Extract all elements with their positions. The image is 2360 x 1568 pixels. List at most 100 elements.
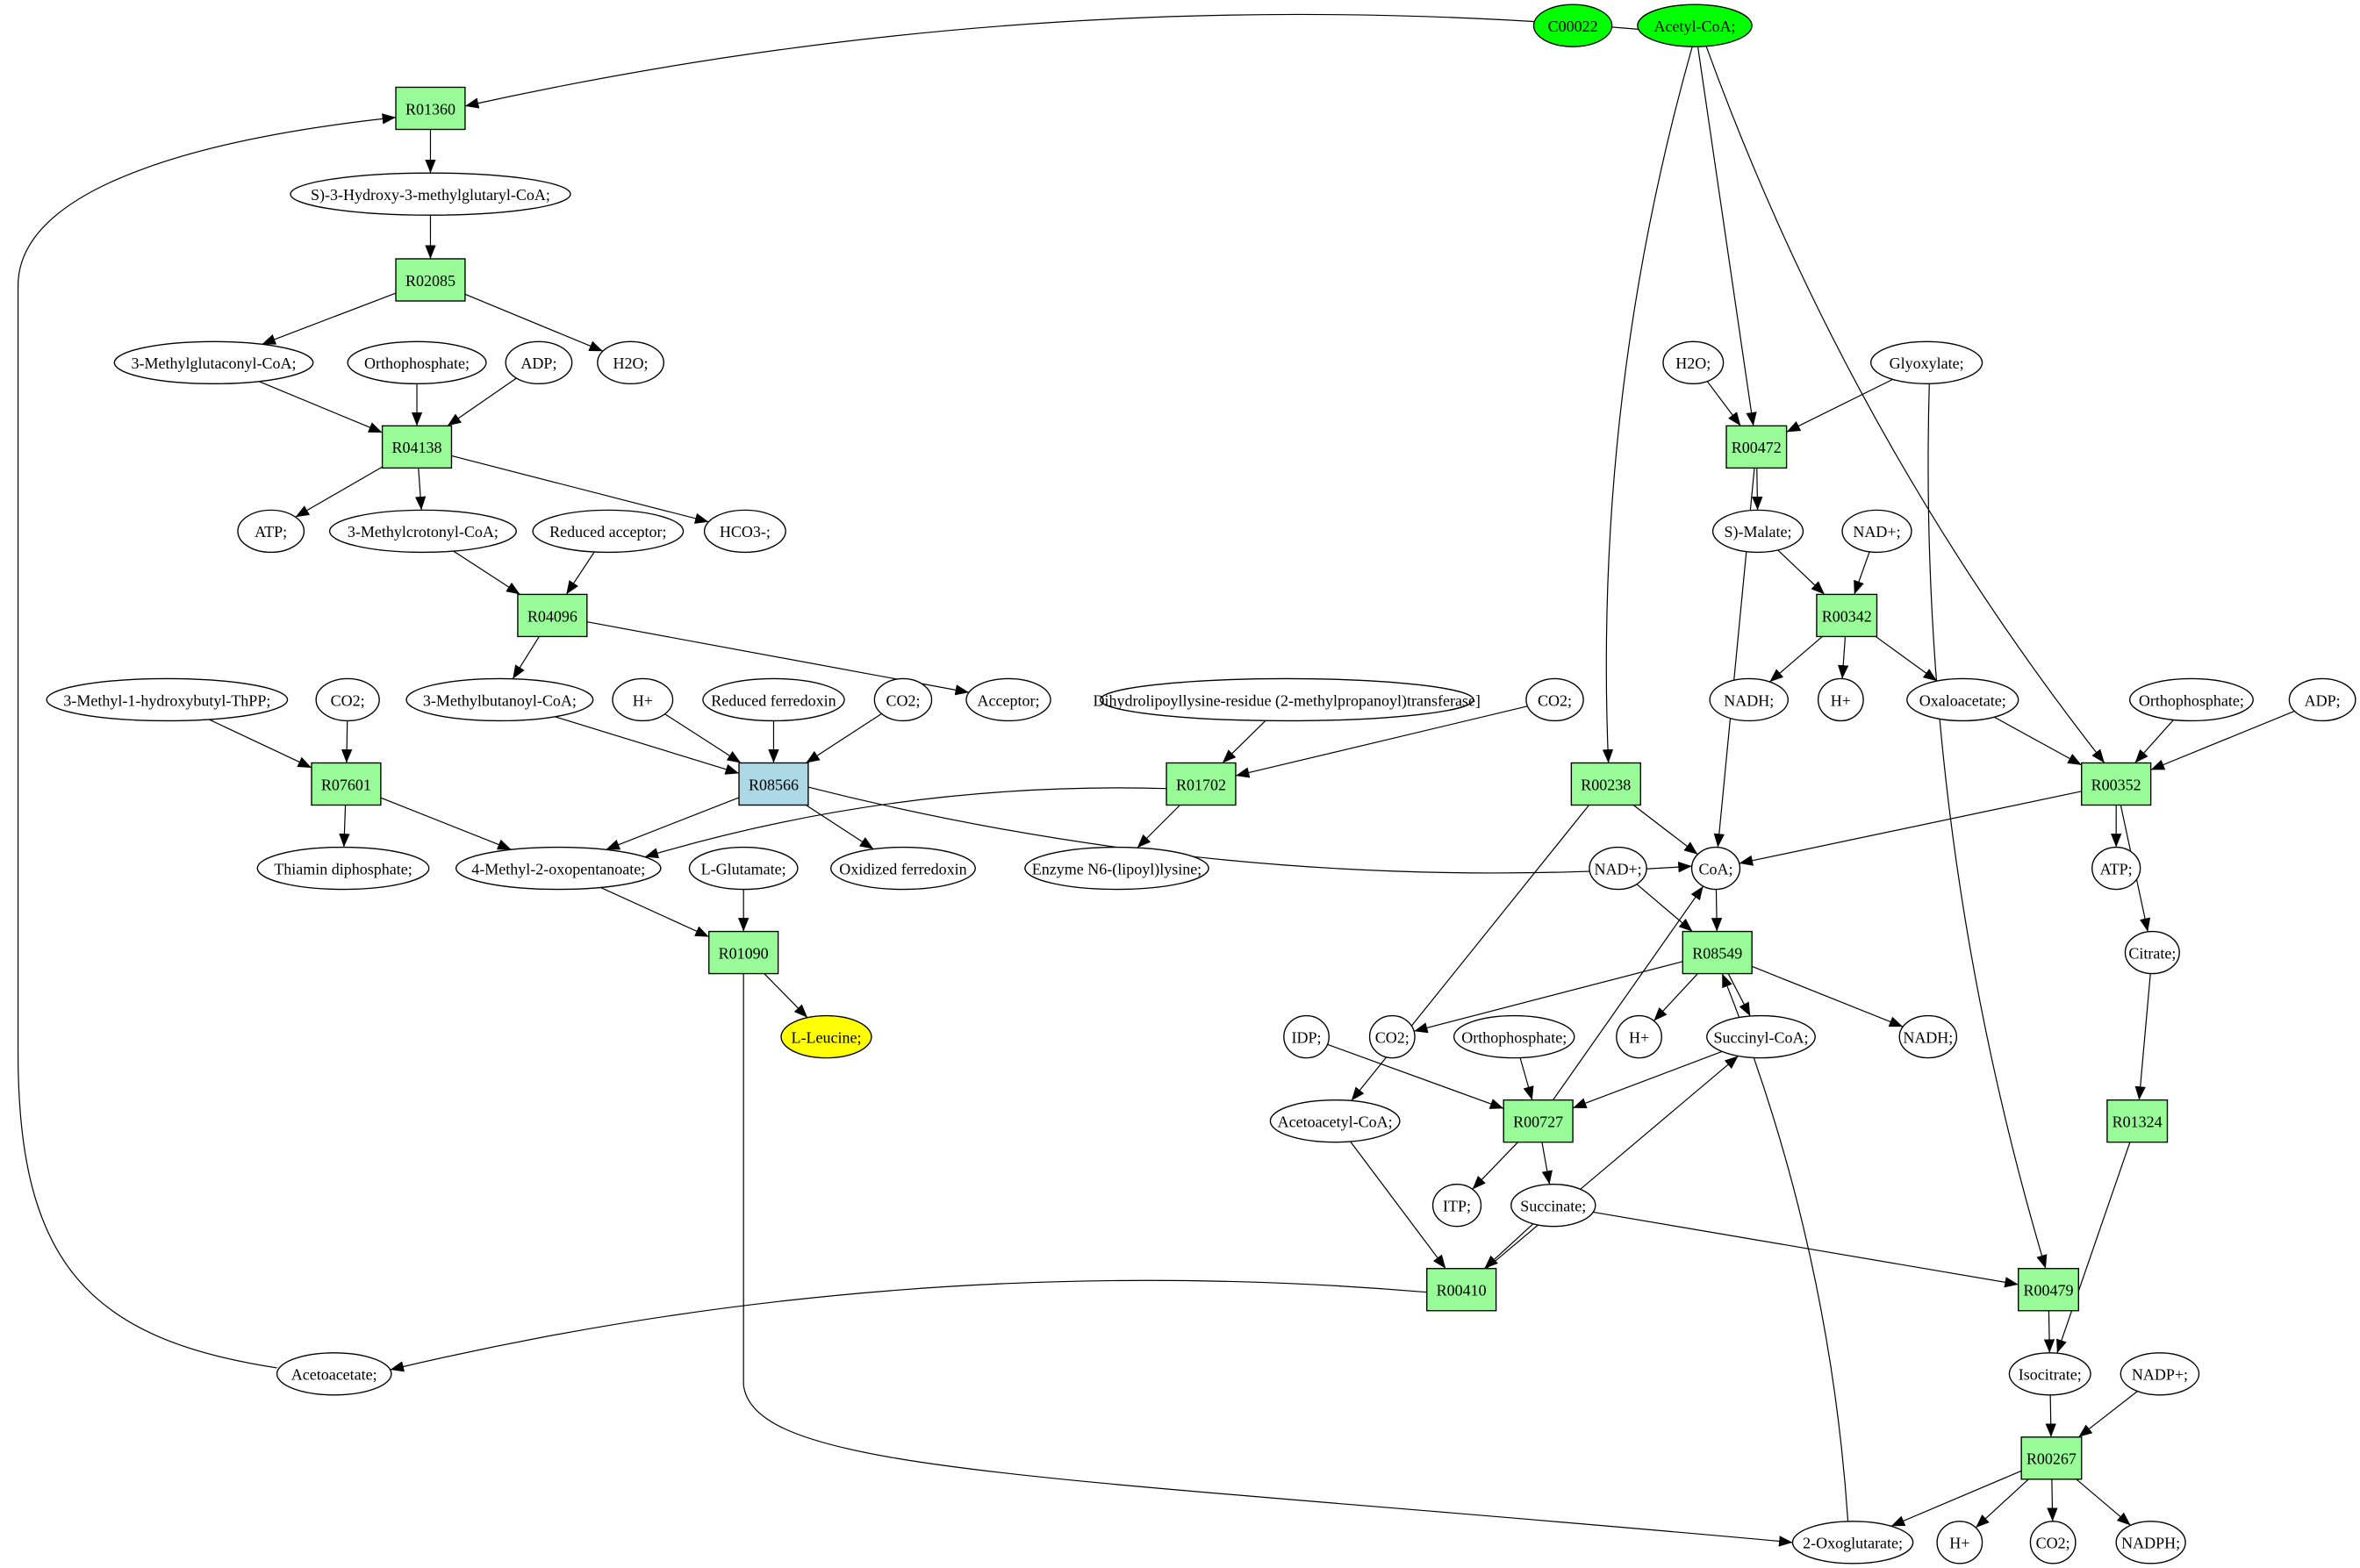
reaction-node-r02085[interactable]: R02085 <box>395 258 466 302</box>
node-label: Glyoxylate; <box>1890 354 1964 372</box>
reaction-node-r00410[interactable]: R00410 <box>1426 1268 1497 1312</box>
reaction-node-r00342[interactable]: R00342 <box>1816 593 1878 638</box>
reaction-node-r04138[interactable]: R04138 <box>381 425 453 469</box>
reaction-node-r01090[interactable]: R01090 <box>708 930 779 975</box>
compound-node-co2b[interactable]: CO2; <box>873 677 933 722</box>
compound-ellipse <box>1024 846 1209 891</box>
compound-node-nadh2[interactable]: NADH; <box>1709 677 1790 722</box>
edge-r00727-to-coa <box>1553 885 1704 1100</box>
reaction-box <box>1570 762 1641 806</box>
compound-node-coa[interactable]: CoA; <box>1690 846 1741 891</box>
reaction-node-r08566[interactable]: R08566 <box>738 762 809 806</box>
compound-ellipse <box>46 677 289 722</box>
reaction-node-r00472[interactable]: R00472 <box>1725 425 1788 469</box>
reaction-node-r01702[interactable]: R01702 <box>1166 762 1237 806</box>
reaction-node-r01360[interactable]: R01360 <box>395 86 466 131</box>
compound-node-redfd[interactable]: Reduced ferredoxin <box>702 677 845 722</box>
compound-node-oaa[interactable]: Oxaloacetate; <box>1906 677 2019 722</box>
node-label: Enzyme N6-(lipoyl)lysine; <box>1032 860 1202 878</box>
edge-mop-to-r01090 <box>600 886 709 938</box>
compound-node-glyox[interactable]: Glyoxylate; <box>1869 340 1983 385</box>
compound-node-c00022[interactable]: C00022 <box>1532 4 1613 47</box>
compound-node-atp2[interactable]: ATP; <box>2091 846 2141 891</box>
compound-node-co2a[interactable]: CO2; <box>315 677 380 722</box>
reaction-node-r00267[interactable]: R00267 <box>2020 1436 2083 1480</box>
edge-co2a-to-r07601 <box>341 720 353 763</box>
reaction-node-r00352[interactable]: R00352 <box>2081 762 2152 806</box>
compound-node-co2c[interactable]: CO2; <box>1525 677 1584 722</box>
node-label: CO2; <box>2036 1535 2070 1552</box>
edge-r04138-to-mcrotcoa <box>414 468 427 511</box>
compound-node-citrate[interactable]: Citrate; <box>2124 930 2180 975</box>
compound-node-hplus3[interactable]: H+ <box>1936 1521 1983 1564</box>
compound-node-aacoa[interactable]: Acetoacetyl-CoA; <box>1269 1099 1401 1143</box>
edge-hplus1-to-r08566 <box>664 713 742 763</box>
compound-ellipse <box>1283 1014 1330 1059</box>
compound-node-hplus4[interactable]: H+ <box>1817 677 1864 722</box>
node-label: Orthophosphate; <box>2139 691 2244 709</box>
node-label: H+ <box>633 691 653 709</box>
compound-node-oxfd[interactable]: Oxidized ferredoxin <box>829 846 976 891</box>
edge-dihydro-to-r01702 <box>1222 720 1266 763</box>
compound-node-oxoglu[interactable]: 2-Oxoglutarate; <box>1791 1521 1914 1564</box>
compound-node-acetylcoa[interactable]: Acetyl-CoA; <box>1637 4 1753 47</box>
compound-node-smal[interactable]: S)-Malate; <box>1711 509 1804 554</box>
compound-node-lglu[interactable]: L-Glutamate; <box>688 846 799 891</box>
reaction-node-r08549[interactable]: R08549 <box>1682 930 1753 975</box>
compound-node-itp[interactable]: ITP; <box>1431 1183 1482 1228</box>
compound-node-mop[interactable]: 4-Methyl-2-oxopentanoate; <box>455 846 662 891</box>
compound-node-adp1[interactable]: ADP; <box>505 340 573 385</box>
compound-node-lleu[interactable]: L-Leucine; <box>780 1014 872 1059</box>
compound-node-isocit[interactable]: Isocitrate; <box>2008 1352 2091 1396</box>
node-label: Reduced acceptor; <box>549 523 666 541</box>
compound-node-hmgcoa[interactable]: S)-3-Hydroxy-3-methylglutaryl-CoA; <box>290 172 571 216</box>
compound-node-nadh1[interactable]: NADH; <box>1898 1014 1958 1059</box>
compound-node-atp1[interactable]: ATP; <box>237 509 305 554</box>
compound-node-nadp[interactable]: NADP+; <box>2120 1352 2200 1396</box>
reaction-node-r00479[interactable]: R00479 <box>2018 1268 2079 1312</box>
reaction-box <box>2018 1268 2079 1312</box>
compound-node-mhbthpp[interactable]: 3-Methyl-1-hydroxybutyl-ThPP; <box>46 677 289 722</box>
reaction-node-r00727[interactable]: R00727 <box>1503 1099 1574 1143</box>
compound-node-redacc[interactable]: Reduced acceptor; <box>532 509 685 554</box>
compound-node-mglutcoa[interactable]: 3-Methylglutaconyl-CoA; <box>113 340 314 385</box>
compound-node-nad2[interactable]: NAD+; <box>1841 509 1912 554</box>
compound-ellipse <box>315 677 380 722</box>
compound-node-acac[interactable]: Acetoacetate; <box>276 1352 392 1396</box>
reaction-node-r00238[interactable]: R00238 <box>1570 762 1641 806</box>
compound-node-pi3[interactable]: Orthophosphate; <box>2128 677 2254 722</box>
compound-node-hplus1[interactable]: H+ <box>612 677 674 722</box>
node-label: ITP; <box>1443 1198 1471 1215</box>
compound-node-succ[interactable]: Succinate; <box>1510 1183 1596 1228</box>
edge-r00267-to-co2e <box>2047 1479 2058 1521</box>
edge-co2b-to-r08566 <box>806 712 882 763</box>
compound-node-nadph[interactable]: NADPH; <box>2115 1521 2186 1564</box>
compound-node-idp[interactable]: IDP; <box>1283 1014 1330 1059</box>
node-label: R00342 <box>1822 607 1872 625</box>
compound-node-adp2[interactable]: ADP; <box>2288 677 2356 722</box>
compound-node-nad1[interactable]: NAD+; <box>1589 846 1647 891</box>
compound-node-acceptor[interactable]: Acceptor; <box>965 677 1051 722</box>
edge-r01090-to-lleu <box>764 973 808 1019</box>
compound-node-h2o1[interactable]: H2O; <box>597 340 664 385</box>
compound-node-succoa[interactable]: Succinyl-CoA; <box>1706 1014 1816 1059</box>
reaction-node-r07601[interactable]: R07601 <box>311 762 382 806</box>
compound-node-hplus2[interactable]: H+ <box>1616 1014 1662 1059</box>
reaction-box <box>381 425 453 469</box>
node-label: R00410 <box>1437 1282 1487 1300</box>
compound-node-h2o2[interactable]: H2O; <box>1662 340 1725 385</box>
compound-node-enzn6[interactable]: Enzyme N6-(lipoyl)lysine; <box>1024 846 1209 891</box>
compound-node-pi2[interactable]: Orthophosphate; <box>1453 1014 1575 1059</box>
node-label: R00352 <box>2091 776 2141 793</box>
reaction-node-r01324[interactable]: R01324 <box>2106 1099 2169 1143</box>
compound-node-mcrotcoa[interactable]: 3-Methylcrotonyl-CoA; <box>328 509 517 554</box>
node-label: Thiamin diphosphate; <box>274 860 412 877</box>
compound-node-co2d[interactable]: CO2; <box>1368 1014 1416 1059</box>
compound-node-hco3[interactable]: HCO3-; <box>703 509 786 554</box>
compound-node-pi1[interactable]: Orthophosphate; <box>347 340 487 385</box>
compound-node-thpp[interactable]: Thiamin diphosphate; <box>256 846 430 891</box>
compound-node-mbutcoa[interactable]: 3-Methylbutanoyl-CoA; <box>405 677 594 722</box>
compound-node-dihydro[interactable]: Dihydrolipoyllysine-residue (2-methylpro… <box>1094 677 1481 722</box>
reaction-node-r04096[interactable]: R04096 <box>517 593 588 638</box>
compound-node-co2e[interactable]: CO2; <box>2029 1521 2077 1564</box>
